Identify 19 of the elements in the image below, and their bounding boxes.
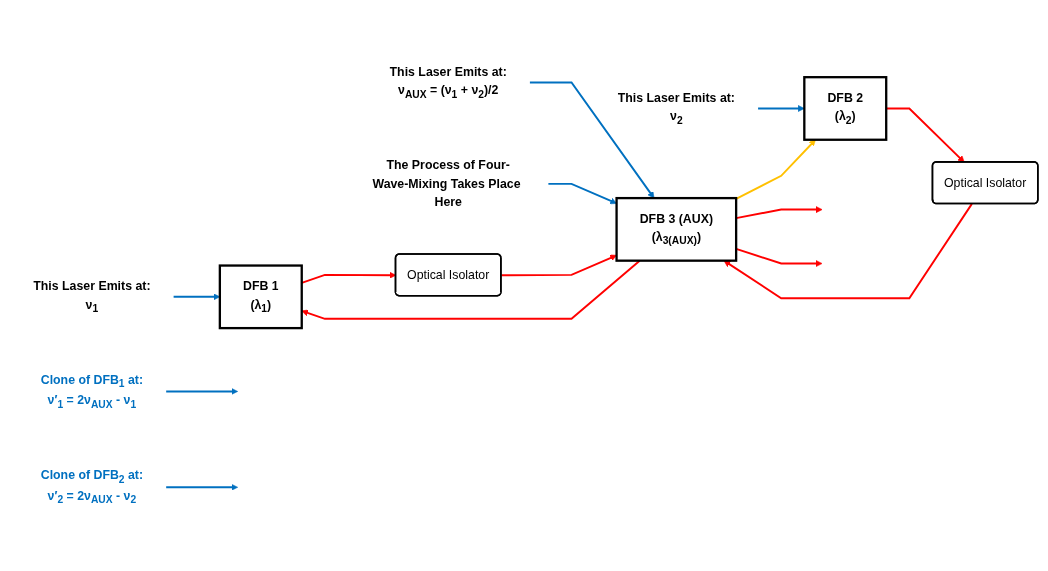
annotation-text: This Laser Emits at: ν$_{2}$ — [617, 91, 735, 126]
arrow — [500, 254, 617, 277]
annotation-text: Clone of DFB$_{2}$ at: ν′$_{2}$ = 2ν$_{AUX}$ - ν$_{2}$ — [40, 468, 144, 506]
arrow — [735, 139, 816, 200]
annotation-text: Clone of DFB$_{1}$ at: ν′$_{1}$ = 2ν$_{AUX}$ - ν$_{1}$ — [40, 372, 144, 411]
annotation-text: The Process of Four-Wave-Mixing Takes Place Here — [372, 158, 521, 209]
arrow — [547, 182, 617, 205]
annotation-text: This Laser Emits at: ν$_{1}$ — [33, 279, 151, 315]
arrow — [723, 202, 973, 300]
optical-isolator-box: Optical Isolator — [394, 253, 502, 297]
laser-box: DFB 1 (λ$_{1}$) — [218, 264, 303, 330]
laser-box: DFB 2 (λ$_{2}$) — [803, 76, 888, 141]
arrow — [757, 105, 805, 112]
leader-arrow — [165, 388, 238, 395]
optical-isolator-box: Optical Isolator — [931, 161, 1039, 205]
leader-arrow — [165, 483, 238, 491]
laser-box: DFB 3 (AUX) (λ$_{3(AUX)}$) — [615, 196, 738, 262]
arrow — [528, 81, 655, 199]
annotation-text: This Laser Emits at: ν$_{AUX}$ = (ν$_{1}$ + ν$_{2}$)/2 — [389, 65, 507, 100]
